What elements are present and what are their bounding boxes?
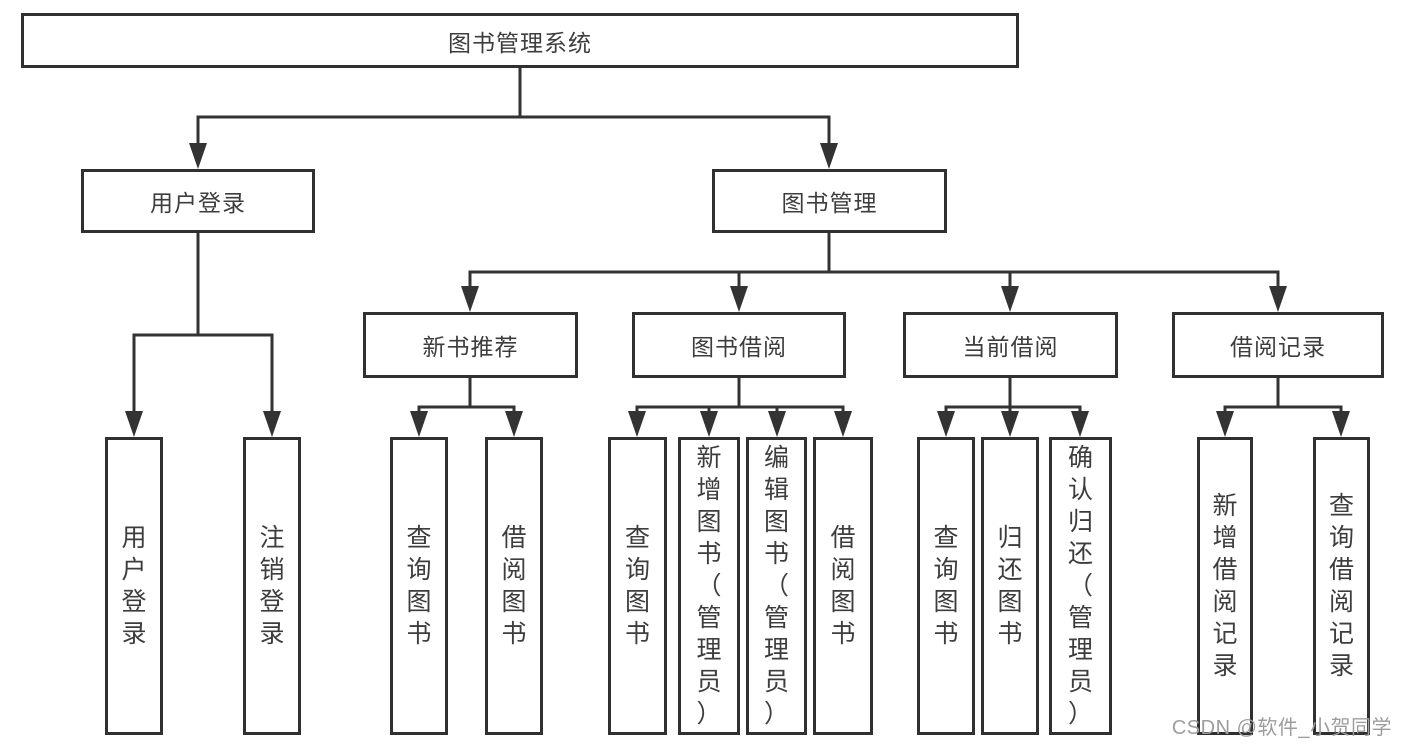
- node-bb-edit-books: 编 辑 图 书 （ 管 理 员 ）: [746, 437, 807, 735]
- node-login: 用 户 登 录: [105, 437, 163, 735]
- node-bb-borrow-books: 借 阅 图 书: [813, 437, 873, 735]
- node-book-management: 图书管理: [712, 169, 947, 233]
- node-nbr-query-books-label: 查 询 图 书: [406, 524, 432, 648]
- book-borrowing-branch-connector: [628, 378, 852, 437]
- csdn-watermark: CSDN @软件_小贺同学: [1171, 717, 1392, 739]
- node-user-login-module-label: 用户登录: [150, 190, 246, 216]
- node-bb-borrow-books-label: 借 阅 图 书: [830, 524, 856, 648]
- node-cb-query-books-label: 查 询 图 书: [933, 524, 959, 648]
- new-book-recommend-branch-connector: [410, 378, 523, 437]
- node-bb-query-books-label: 查 询 图 书: [624, 524, 650, 648]
- node-cb-query-books: 查 询 图 书: [917, 437, 975, 735]
- borrowing-records-branch-connector: [1216, 378, 1350, 437]
- node-bb-add-books: 新 增 图 书 （ 管 理 员 ）: [678, 437, 740, 735]
- node-user-login-module: 用户登录: [81, 169, 315, 233]
- node-borrowing-records-label: 借阅记录: [1230, 334, 1326, 360]
- node-br-query-record-label: 查 询 借 阅 记 录: [1328, 492, 1354, 680]
- node-new-book-recommend-label: 新书推荐: [422, 334, 519, 360]
- node-cb-confirm-return: 确 认 归 还 （ 管 理 员 ）: [1049, 437, 1112, 735]
- node-root: 图书管理系统: [21, 13, 1019, 68]
- node-br-query-record: 查 询 借 阅 记 录: [1313, 437, 1370, 735]
- node-nbr-borrow-books: 借 阅 图 书: [485, 437, 543, 735]
- node-bb-query-books: 查 询 图 书: [608, 437, 667, 735]
- node-br-add-record: 新 增 借 阅 记 录: [1197, 437, 1253, 735]
- root-branch-connector: [189, 68, 838, 169]
- book-management-branch-connector: [461, 233, 1287, 312]
- user-login-branch-connector: [125, 233, 281, 437]
- node-book-management-label: 图书管理: [781, 190, 878, 216]
- node-nbr-borrow-books-label: 借 阅 图 书: [501, 524, 527, 648]
- node-new-book-recommend: 新书推荐: [363, 312, 578, 378]
- node-book-borrowing: 图书借阅: [632, 312, 846, 378]
- node-current-borrowing: 当前借阅: [903, 312, 1118, 378]
- node-cb-return-books-label: 归 还 图 书: [997, 524, 1023, 648]
- node-nbr-query-books: 查 询 图 书: [390, 437, 448, 735]
- node-cb-return-books: 归 还 图 书: [981, 437, 1039, 735]
- node-br-add-record-label: 新 增 借 阅 记 录: [1212, 492, 1238, 680]
- node-borrowing-records: 借阅记录: [1172, 312, 1384, 378]
- node-logout-label: 注 销 登 录: [259, 524, 285, 648]
- node-book-borrowing-label: 图书借阅: [691, 334, 787, 360]
- node-logout: 注 销 登 录: [243, 437, 301, 735]
- node-root-label: 图书管理系统: [448, 29, 592, 56]
- node-bb-add-books-label: 新 增 图 书 （ 管 理 员 ）: [696, 444, 722, 728]
- node-current-borrowing-label: 当前借阅: [962, 334, 1059, 360]
- node-bb-edit-books-label: 编 辑 图 书 （ 管 理 员 ）: [763, 444, 789, 728]
- node-cb-confirm-return-label: 确 认 归 还 （ 管 理 员 ）: [1067, 444, 1093, 728]
- current-borrowing-branch-connector: [937, 378, 1089, 437]
- node-login-label: 用 户 登 录: [121, 524, 147, 648]
